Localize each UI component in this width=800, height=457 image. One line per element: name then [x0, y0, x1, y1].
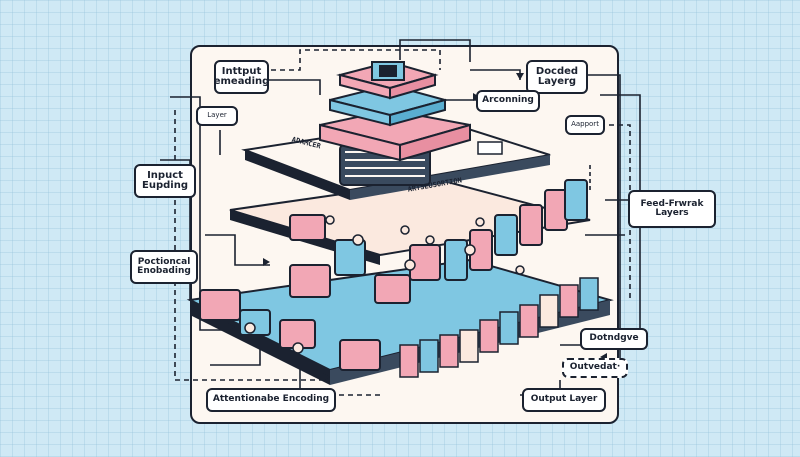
- component-blocks: [199, 179, 588, 371]
- pin-connectors: [244, 215, 525, 354]
- label-positional-encoding: Poctioncal Enobading: [130, 250, 198, 284]
- label-output-layer: Output Layer: [522, 388, 606, 412]
- label-input-eupding: Inpuct Eupding: [134, 164, 196, 198]
- label-decoded-layers: Docded Layerg: [526, 60, 588, 94]
- label-dotndgve: Dotndgve: [580, 328, 648, 350]
- key-strip: [399, 277, 599, 378]
- label-outvedat: Outvedat·: [562, 358, 628, 378]
- label-layer: Layer: [196, 106, 238, 126]
- label-input-embedding: Inttput emeading: [214, 60, 269, 94]
- label-approach: Aapport: [565, 115, 605, 135]
- label-attention-encoding: Attentionabe Encoding: [206, 388, 336, 412]
- label-feed-forward-layers: Feed-Frwrak Layers: [628, 190, 716, 228]
- label-arconning: Arconning: [476, 90, 540, 112]
- chip-tower: [319, 60, 471, 186]
